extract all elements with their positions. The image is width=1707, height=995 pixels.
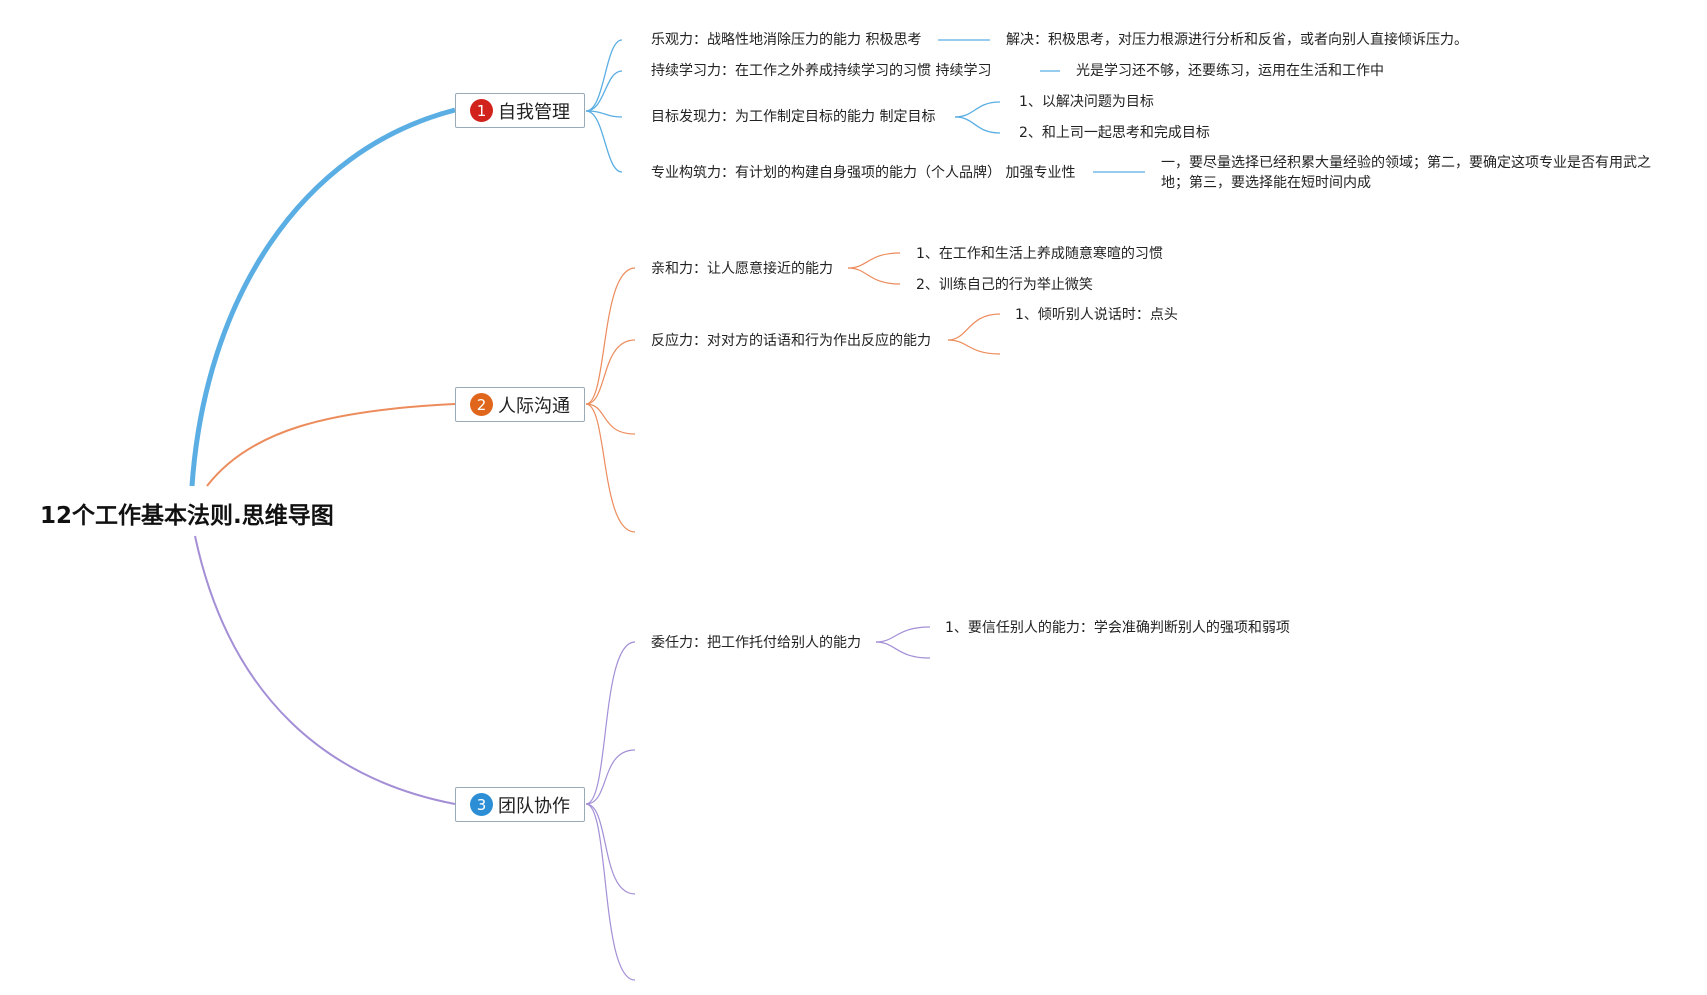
link-b1-i2 (585, 70, 623, 112)
link-b2-i1-c2 (847, 267, 901, 285)
root-topic[interactable]: 12个工作基本法则.思维导图 (40, 503, 334, 529)
number-badge-icon: 3 (470, 793, 493, 816)
branch-interpersonal-communication[interactable]: 2 人际沟通 (455, 387, 585, 422)
branch-label: 自我管理 (498, 101, 570, 123)
topic-affinity-sub1[interactable]: 1、在工作和生活上养成随意寒暄的习惯 (916, 246, 1163, 262)
topic-expertise-building-detail[interactable]: 一，要尽量选择已经积累大量经验的领域；第二，要确定这项专业是否有用武之地；第三，… (1161, 155, 1651, 191)
topic-continuous-learning-detail[interactable]: 光是学习还不够，还要练习，运用在生活和工作中 (1076, 63, 1384, 79)
topic-affinity-sub2[interactable]: 2、训练自己的行为举止微笑 (916, 277, 1093, 293)
topic-responsiveness-sub1[interactable]: 1、倾听别人说话时：点头 (1015, 307, 1178, 323)
link-b3-empty3 (585, 803, 636, 981)
topic-goal-finding[interactable]: 目标发现力：为工作制定目标的能力 制定目标 (651, 109, 936, 125)
link-b2-i2 (585, 339, 636, 405)
link-b2-i1-c1 (847, 252, 901, 269)
topic-responsiveness[interactable]: 反应力：对对方的话语和行为作出反应的能力 (651, 333, 931, 349)
link-b2-empty1 (585, 403, 636, 435)
link-b3-empty2 (585, 803, 636, 895)
topic-optimism-detail[interactable]: 解决：积极思考，对压力根源进行分析和反省，或者向别人直接倾诉压力。 (1006, 32, 1468, 48)
topic-goal-finding-sub1[interactable]: 1、以解决问题为目标 (1019, 94, 1154, 110)
topic-affinity[interactable]: 亲和力：让人愿意接近的能力 (651, 261, 833, 277)
branch-label: 人际沟通 (498, 395, 570, 417)
topic-expertise-building[interactable]: 专业构筑力：有计划的构建自身强项的能力（个人品牌） 加强专业性 (651, 165, 1076, 181)
link-b2-i2-c1 (947, 313, 1001, 341)
link-b3-i1-c2 (875, 641, 931, 659)
link-b3-i1 (585, 641, 636, 805)
topic-goal-finding-sub2[interactable]: 2、和上司一起思考和完成目标 (1019, 125, 1210, 141)
link-b3-i1-c1 (875, 626, 931, 643)
link-b1-i3-c2 (954, 116, 1001, 134)
link-b1-i3 (585, 110, 623, 118)
topic-delegation[interactable]: 委任力：把工作托付给别人的能力 (651, 635, 861, 651)
number-badge-icon: 1 (470, 99, 493, 122)
link-b1-i1 (585, 39, 623, 112)
topic-continuous-learning[interactable]: 持续学习力：在工作之外养成持续学习的习惯 持续学习 (651, 63, 992, 79)
link-root-b3 (194, 535, 456, 805)
topic-optimism[interactable]: 乐观力：战略性地消除压力的能力 积极思考 (651, 32, 922, 48)
link-b2-i2-c2 (947, 339, 1001, 355)
branch-self-management[interactable]: 1 自我管理 (455, 93, 585, 128)
branch-label: 团队协作 (498, 795, 570, 817)
link-root-b1 (189, 107, 456, 487)
link-b3-empty1 (585, 749, 636, 805)
link-b2-empty2 (585, 403, 636, 533)
number-badge-icon: 2 (470, 393, 493, 416)
topic-delegation-sub1[interactable]: 1、要信任别人的能力：学会准确判断别人的强项和弱项 (945, 620, 1290, 636)
link-b1-i4 (585, 110, 623, 173)
link-root-b2 (206, 403, 456, 487)
link-b1-i3-c1 (954, 101, 1001, 118)
branch-teamwork[interactable]: 3 团队协作 (455, 787, 585, 822)
link-b2-i1 (585, 267, 636, 405)
